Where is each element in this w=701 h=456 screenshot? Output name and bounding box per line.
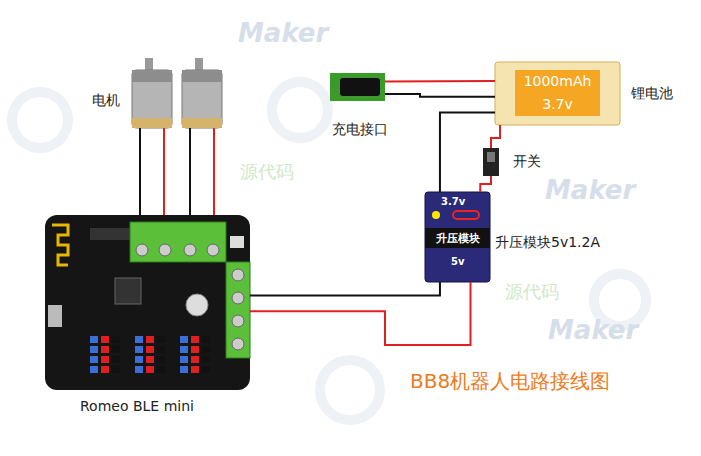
header-pin (202, 346, 210, 353)
battery: 1000mAh 3.7v锂电池 (495, 62, 620, 125)
header-pin (101, 356, 109, 363)
header-pin (191, 366, 199, 373)
output-voltage: 5v (451, 256, 464, 267)
header-pin (202, 366, 210, 373)
motor (132, 58, 222, 128)
switch: 开关 (483, 148, 499, 176)
wire (250, 282, 471, 345)
header-pin (135, 366, 143, 373)
wire (250, 282, 440, 296)
watermark: 源代码 (240, 160, 294, 184)
boost-module: 3.7v升压模块5v升压模块5v1.2A (425, 192, 490, 282)
header-pin (157, 346, 165, 353)
header-pin (101, 346, 109, 353)
battery (495, 62, 620, 125)
header-pin (112, 356, 120, 363)
header-pin (146, 346, 154, 353)
boost-module (425, 192, 490, 282)
wire (440, 112, 495, 192)
diagram-title: BB8机器人电路接线图 (410, 368, 610, 395)
romeo-board (45, 215, 250, 390)
port-label: 充电接口 (332, 121, 388, 139)
switch-label: 开关 (513, 153, 541, 171)
watermark: Maker (238, 18, 328, 48)
input-voltage: 3.7v (441, 196, 465, 207)
header-pin (180, 336, 188, 343)
battery-label: 锂电池 (631, 85, 673, 103)
header-pin (146, 336, 154, 343)
wire (385, 80, 495, 83)
header-pin (112, 336, 120, 343)
header-pin (202, 356, 210, 363)
battery-spec: 1000mAh 3.7v (515, 70, 600, 116)
watermark: Maker (548, 315, 638, 345)
wire (385, 94, 495, 97)
wire (480, 176, 491, 192)
header-pin (146, 366, 154, 373)
charging-port: 充电接口 (330, 73, 385, 101)
header-pin (135, 356, 143, 363)
header-pin (135, 336, 143, 343)
header-pin (157, 356, 165, 363)
header-pin (101, 336, 109, 343)
header-pin (157, 336, 165, 343)
header-pin (90, 346, 98, 353)
watermark: 源代码 (505, 280, 559, 304)
watermark-gear (12, 82, 646, 420)
charging-port (330, 73, 385, 101)
board-label: Romeo BLE mini (80, 398, 194, 414)
header-pin (202, 336, 210, 343)
header-pin (180, 366, 188, 373)
watermark: Maker (545, 175, 635, 205)
header-pin (112, 366, 120, 373)
header-pin (90, 366, 98, 373)
motor-label: 电机 (92, 92, 120, 110)
module-name: 升压模块 (428, 231, 487, 246)
header-pin (191, 336, 199, 343)
module-label: 升压模块5v1.2A (495, 234, 600, 252)
header-pin (90, 336, 98, 343)
header-pin (101, 366, 109, 373)
header-pin (157, 366, 165, 373)
header-pin (135, 346, 143, 353)
header-pin (90, 356, 98, 363)
wire (491, 125, 500, 148)
header-pin (180, 346, 188, 353)
header-pin (180, 356, 188, 363)
header-pin (146, 356, 154, 363)
controller-board: Romeo BLE mini (45, 215, 250, 390)
header-pin (191, 346, 199, 353)
header-pin (112, 346, 120, 353)
header-pin (191, 356, 199, 363)
slide-switch (483, 148, 499, 176)
